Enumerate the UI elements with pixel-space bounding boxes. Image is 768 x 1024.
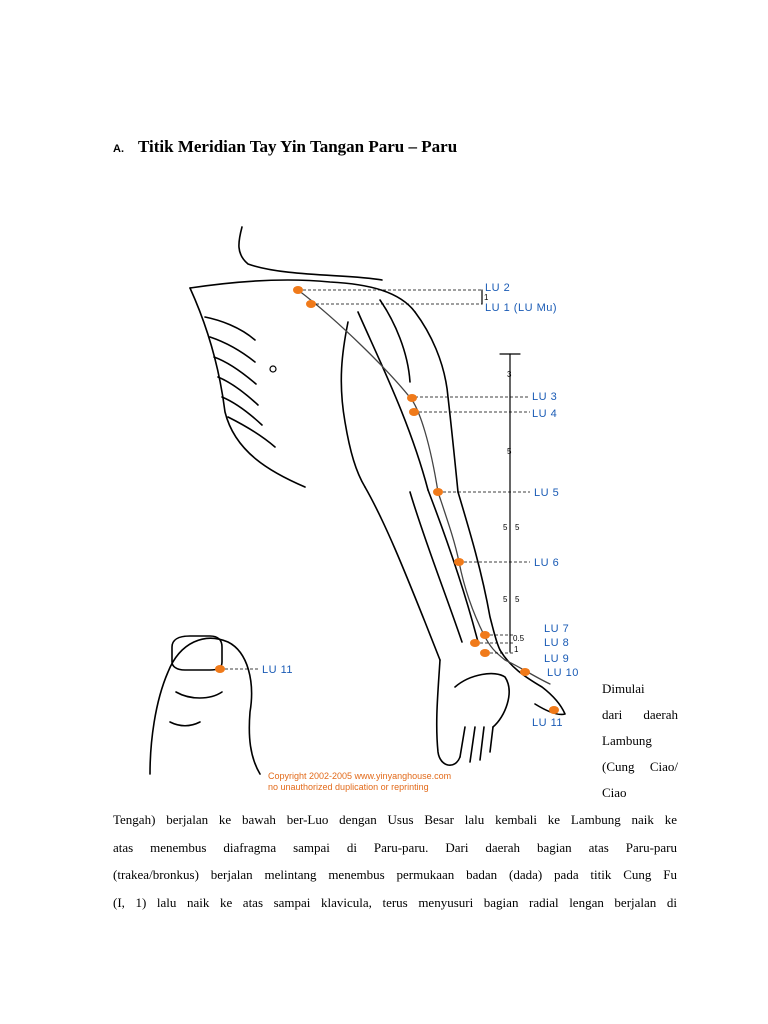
point-lu11 [549, 706, 559, 714]
side-paragraph: Dimulai dari daerah Lambung (Cung Ciao/ … [602, 676, 678, 806]
forearm-outer [457, 491, 501, 651]
scale-mark: 1 [514, 645, 519, 654]
copyright-line-2: no unauthorized duplication or reprintin… [268, 782, 429, 792]
label-lu9: LU 9 [544, 653, 569, 665]
body-line: (I, 1) lalu naik ke atas sampai klavicul… [113, 894, 677, 910]
upper-arm-inner [340, 321, 366, 488]
label-lu2: LU 2 [485, 282, 510, 294]
section-title: Titik Meridian Tay Yin Tangan Paru – Par… [138, 137, 458, 156]
label-lu10: LU 10 [547, 667, 579, 679]
label-lu4: LU 4 [532, 408, 557, 420]
side-line: Lambung [602, 733, 652, 748]
point-lu8 [470, 639, 480, 647]
copyright-line-1: Copyright 2002-2005 www.yinyanghouse.com [268, 771, 451, 781]
label-lu11: LU 11 [532, 717, 563, 729]
scale-mark: 3 [507, 370, 512, 379]
collarbone-outline [189, 279, 416, 313]
body-line: atas menembus diafragma sampai di Paru-p… [113, 839, 677, 855]
scale-mark: 5 [515, 523, 520, 532]
label-lu6: LU 6 [534, 557, 559, 569]
side-line: Dimulai [602, 681, 645, 696]
label-lu1: LU 1 (LU Mu) [485, 302, 557, 314]
scale-mark: 5 [503, 595, 508, 604]
thumbnail [171, 635, 223, 671]
point-lu2 [293, 286, 303, 294]
meridian-line [297, 289, 551, 685]
label-lu3: LU 3 [532, 391, 557, 403]
forearm-inner [364, 486, 441, 661]
label-lu11-thumb: LU 11 [262, 664, 293, 676]
scale-mark: 5 [507, 447, 512, 456]
section-marker: A. [113, 143, 124, 155]
body-line: Tengah) berjalan ke bawah ber-Luo dengan… [113, 812, 677, 827]
side-line: dari daerah [602, 707, 678, 722]
label-lu5: LU 5 [534, 487, 559, 499]
arm-illustration: 1 3 5 5 5 5 5 0.5 1 LU 2 LU 1 (LU Mu) LU… [149, 226, 579, 792]
body-line: (trakea/bronkus) berjalan melintang mene… [113, 867, 677, 882]
point-lu3 [407, 394, 417, 402]
chest-outline [189, 287, 306, 488]
scale-mark: 5 [503, 523, 508, 532]
point-lu6 [454, 558, 464, 566]
hand-outline [435, 659, 461, 766]
thumb-inset-outline [149, 637, 261, 775]
point-lu9 [480, 649, 490, 657]
point-lu7 [480, 631, 490, 639]
meridian-figure: 1 3 5 5 5 5 5 0.5 1 LU 2 LU 1 (LU Mu) LU… [110, 222, 600, 797]
side-line: Ciao [602, 785, 627, 800]
section-heading: A. Titik Meridian Tay Yin Tangan Paru – … [113, 137, 457, 157]
point-lu1 [306, 300, 316, 308]
point-lu5 [433, 488, 443, 496]
scale-mark: 1 [484, 293, 489, 302]
side-line: (Cung Ciao/ [602, 759, 678, 774]
body-paragraph: Tengah) berjalan ke bawah ber-Luo dengan… [113, 806, 677, 916]
scale-mark: 0.5 [513, 634, 525, 643]
label-lu7: LU 7 [544, 623, 569, 635]
point-lu11-thumb [215, 665, 225, 673]
point-lu10 [520, 668, 530, 676]
label-lu8: LU 8 [544, 637, 569, 649]
point-lu4 [409, 408, 419, 416]
neck-outline [238, 226, 383, 281]
scale-mark: 5 [515, 595, 520, 604]
